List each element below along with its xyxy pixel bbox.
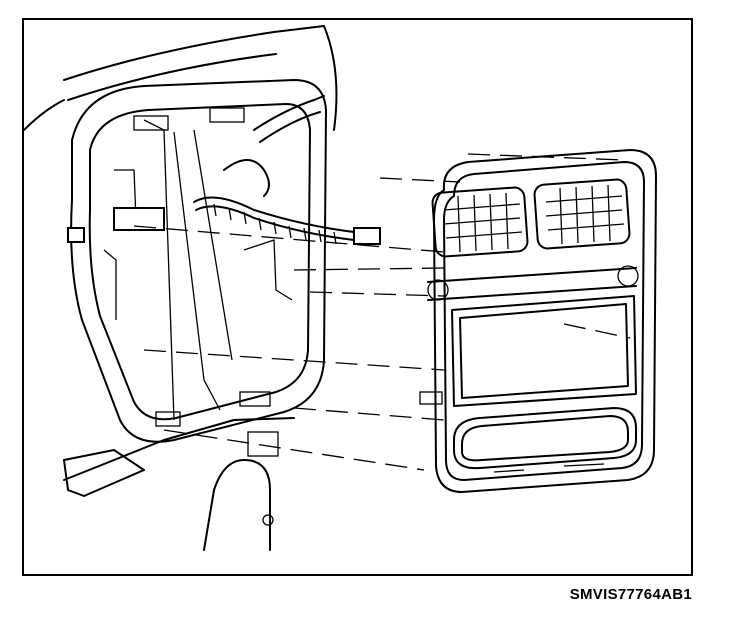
exploded-view-illustration bbox=[24, 25, 657, 551]
illustration-frame bbox=[22, 18, 693, 576]
trim-bezel bbox=[419, 149, 657, 493]
dashboard-opening bbox=[70, 79, 327, 443]
figure-caption: SMVIS77764AB1 bbox=[569, 586, 692, 603]
wiring-harness bbox=[67, 95, 381, 245]
lower-dash bbox=[63, 417, 295, 551]
dashboard-outline bbox=[24, 25, 338, 131]
